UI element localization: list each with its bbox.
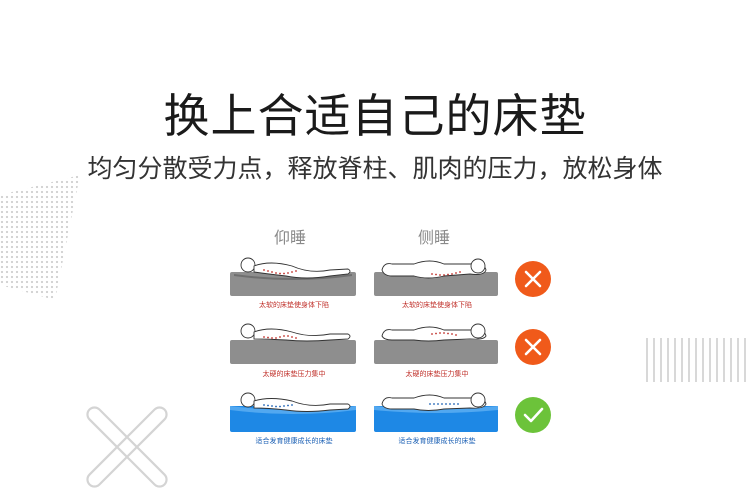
page-subtitle: 均匀分散受力点，释放脊柱、肌肉的压力，放松身体 [87, 154, 663, 183]
row1-back-caption: 太软的床垫使身体下陷 [259, 301, 329, 309]
row2-side-caption: 太硬的床垫压力集中 [405, 370, 469, 378]
row3-back-caption: 适合发育健康成长的床垫 [255, 437, 333, 445]
back-sleep-good-illustration [230, 392, 356, 432]
back-sleep-soft-illustration [230, 257, 356, 296]
row2-back-caption: 太硬的床垫压力集中 [262, 370, 326, 378]
column-header-side: 侧睡 [417, 228, 450, 247]
side-sleep-hard-illustration [374, 323, 498, 364]
cross-outline-decoration [86, 406, 168, 488]
x-mark-icon [515, 261, 551, 297]
side-sleep-good-illustration [374, 392, 498, 432]
back-sleep-hard-illustration [230, 323, 356, 364]
check-mark-icon [515, 397, 551, 433]
column-header-back: 仰睡 [273, 228, 306, 247]
row1-side-caption: 太软的床垫使身体下陷 [402, 301, 472, 309]
row3-side-caption: 适合发育健康成长的床垫 [398, 437, 476, 445]
vertical-stripes-decoration [646, 338, 746, 382]
x-mark-icon [515, 329, 551, 365]
page-title: 换上合适自己的床垫 [163, 89, 587, 143]
dot-pattern-decoration [0, 175, 80, 300]
side-sleep-soft-illustration [374, 258, 498, 296]
